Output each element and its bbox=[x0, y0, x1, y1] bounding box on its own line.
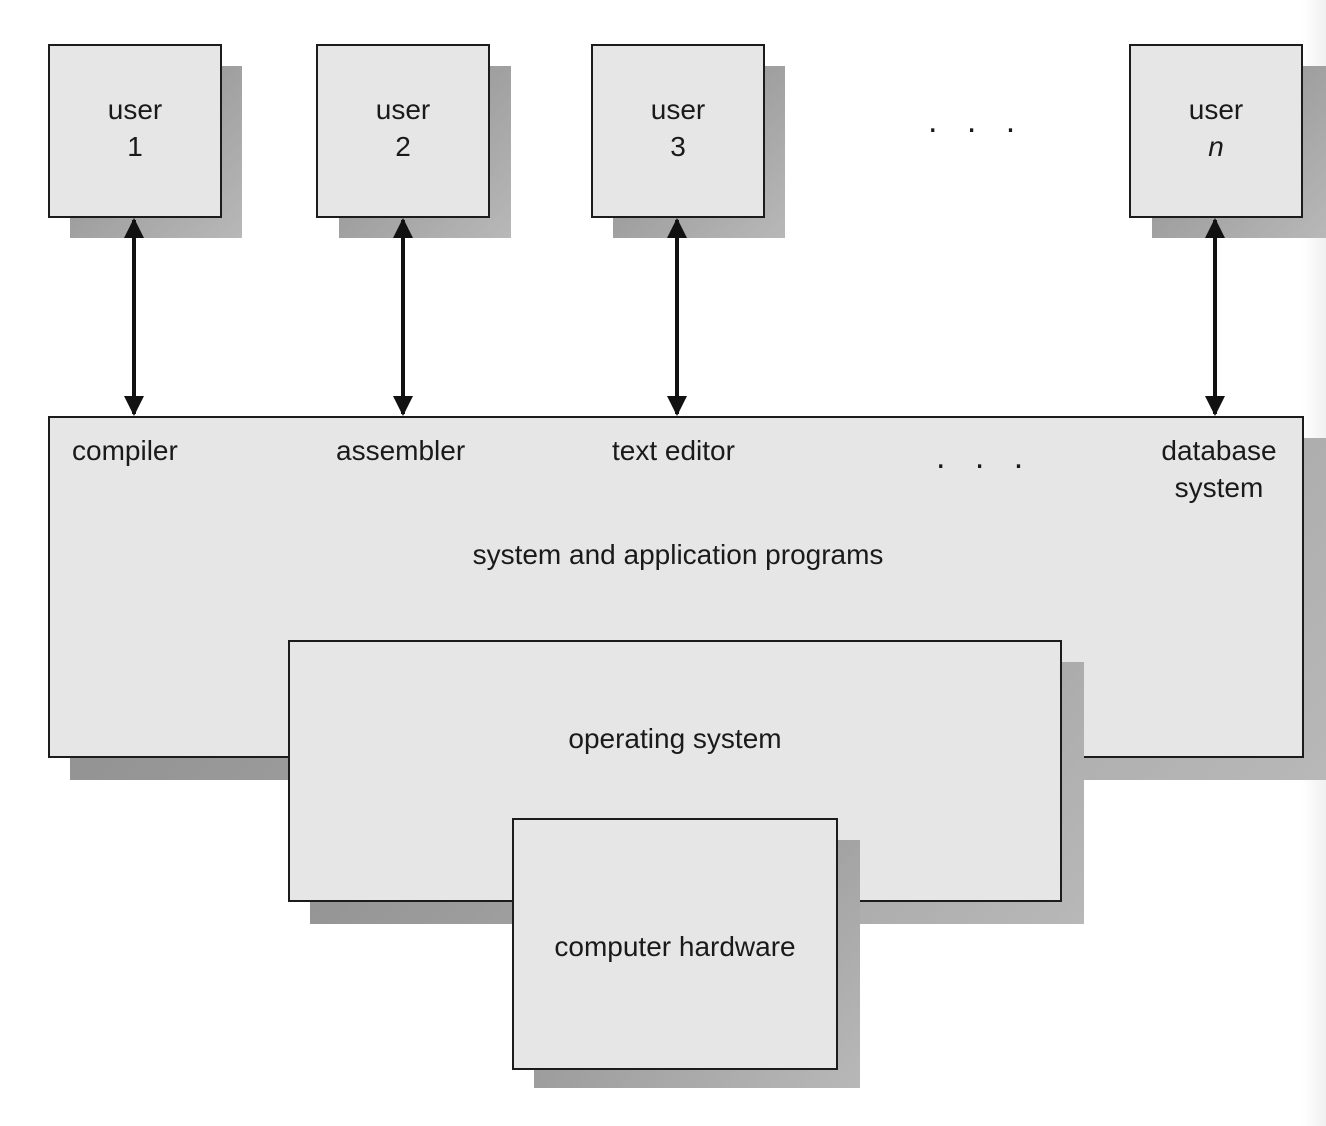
programs-title: system and application programs bbox=[472, 539, 884, 570]
user-3-label: user bbox=[650, 94, 706, 125]
program-assembler: assembler bbox=[336, 435, 466, 466]
os-label: operating system bbox=[568, 723, 782, 754]
program-database-system: database system bbox=[1161, 435, 1277, 503]
user-2-label: user bbox=[375, 94, 431, 125]
user-1-box: user 1 bbox=[48, 44, 222, 218]
user-2-box: user 2 bbox=[316, 44, 490, 218]
program-compiler: compiler bbox=[72, 435, 178, 466]
user-n-label: user bbox=[1188, 94, 1244, 125]
program-text-editor: text editor bbox=[612, 435, 735, 466]
user-2-id: 2 bbox=[395, 131, 411, 162]
users-ellipsis: . . . bbox=[928, 102, 1026, 140]
user-1-label: user bbox=[107, 94, 163, 125]
user-1-id: 1 bbox=[127, 131, 143, 162]
program-ellipsis: . . . bbox=[936, 438, 1034, 476]
hardware-label: computer hardware bbox=[554, 931, 796, 962]
user-3-box: user 3 bbox=[591, 44, 765, 218]
user-n-id: n bbox=[1208, 131, 1224, 162]
hardware-box: computer hardware bbox=[512, 818, 838, 1070]
user-n-box: user n bbox=[1129, 44, 1303, 218]
user-3-id: 3 bbox=[670, 131, 686, 162]
